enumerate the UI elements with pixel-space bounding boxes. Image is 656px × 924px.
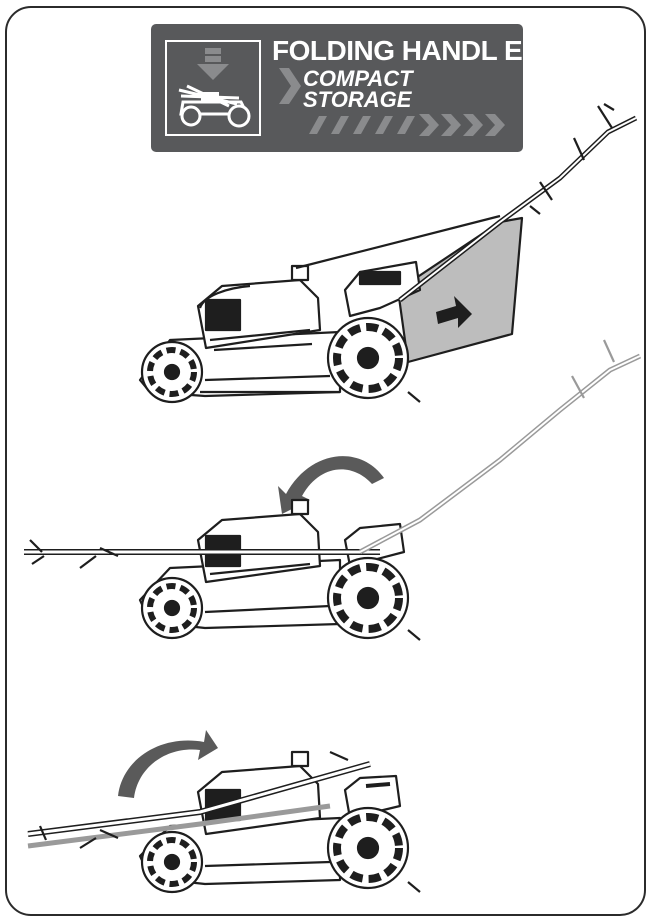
mower-with-bag-icon bbox=[140, 104, 636, 402]
mower-handle-folded-icon bbox=[28, 730, 420, 892]
